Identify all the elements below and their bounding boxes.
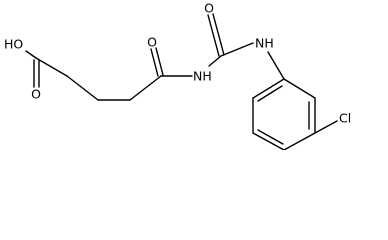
- bond-c1-c2: [35, 57, 68, 77]
- chlorine-label: Cl: [339, 111, 351, 126]
- atom-labels: HO O O O NH NH Cl: [4, 1, 351, 126]
- ring-bond-6: [283, 78, 316, 99]
- bonds: [25, 13, 338, 150]
- amide-carbonyl-oxygen-label: O: [147, 35, 157, 50]
- urea-carbonyl-oxygen-label: O: [204, 1, 214, 16]
- aryl-amine-nitrogen-label: NH: [255, 36, 274, 51]
- ring-bond-3: [252, 132, 285, 150]
- chemical-structure: HO O O O NH NH Cl: [4, 1, 351, 150]
- bond-c6-o-double-a: [207, 14, 220, 57]
- acid-carbonyl-oxygen-label: O: [31, 87, 41, 102]
- bond-c6-o-double-b: [212, 13, 225, 56]
- bond-c5-o-double-a: [150, 48, 159, 77]
- bond-c6-nh: [220, 42, 254, 57]
- bond-c4-c5: [129, 75, 162, 101]
- bond-nh-aryl: [267, 51, 285, 80]
- bond-c5-o-double-b: [155, 47, 164, 76]
- bond-ring-cl: [314, 120, 338, 134]
- bond-oh-c1: [25, 50, 37, 59]
- bond-nh-c6: [208, 55, 222, 67]
- ring-bond-1-inner: [257, 85, 283, 102]
- hydroxyl-label: HO: [4, 37, 23, 52]
- ring-bond-1: [252, 78, 285, 99]
- ring-bond-4: [283, 132, 316, 150]
- bond-c2-c3: [66, 75, 99, 101]
- imide-nitrogen-label: NH: [193, 69, 212, 84]
- ring-bond-3-inner: [257, 129, 284, 145]
